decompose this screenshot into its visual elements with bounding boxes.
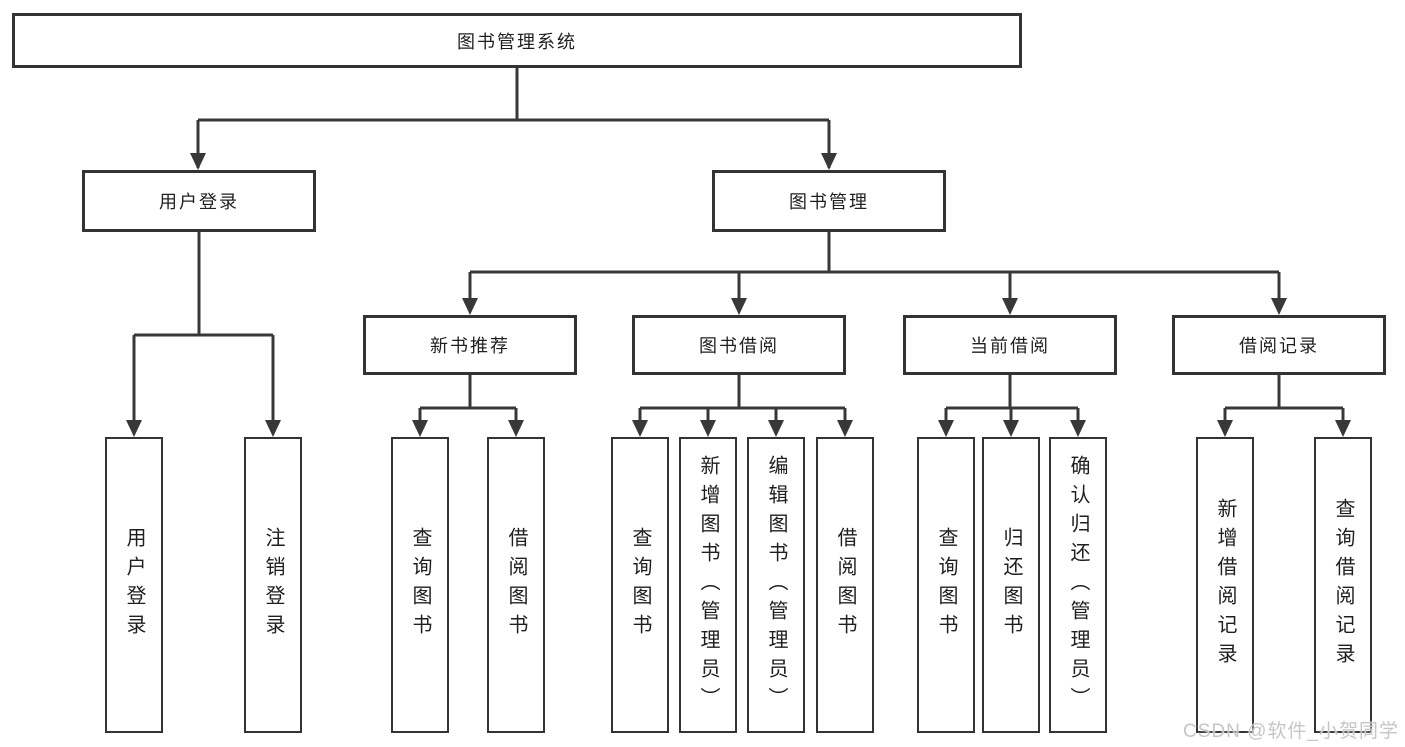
leaf-query-borrow-record: 查询借阅记录 — [1314, 437, 1372, 733]
node-label: 查询图书 — [935, 527, 957, 643]
node-label: 新增图书（管理员） — [697, 454, 719, 716]
leaf-borrow-books: 借阅图书 — [816, 437, 874, 733]
leaf-return-books: 归还图书 — [982, 437, 1040, 733]
node-label: 新增借阅记录 — [1214, 498, 1236, 672]
node-label: 注销登录 — [262, 527, 284, 643]
leaf-query-books-current: 查询图书 — [917, 437, 975, 733]
node-label: 借阅记录 — [1239, 336, 1319, 356]
leaf-edit-books-admin: 编辑图书（管理员） — [747, 437, 805, 733]
node-label: 当前借阅 — [970, 336, 1050, 356]
leaf-add-books-admin: 新增图书（管理员） — [679, 437, 737, 733]
leaf-confirm-return-admin: 确认归还（管理员） — [1049, 437, 1107, 733]
node-label: 确认归还（管理员） — [1067, 454, 1089, 716]
leaf-query-books-recommend: 查询图书 — [391, 437, 449, 733]
node-label: 查询图书 — [629, 527, 651, 643]
leaf-query-books-borrow: 查询图书 — [611, 437, 669, 733]
leaf-borrow-books-recommend: 借阅图书 — [487, 437, 545, 733]
node-label: 图书借阅 — [699, 336, 779, 356]
leaf-logout: 注销登录 — [244, 437, 302, 733]
node-label: 归还图书 — [1000, 527, 1022, 643]
node-label: 编辑图书（管理员） — [765, 454, 787, 716]
csdn-watermark: CSDN @软件_小贺同学 — [1183, 721, 1399, 742]
node-label: 查询图书 — [409, 527, 431, 643]
node-label: 借阅图书 — [505, 527, 527, 643]
node-label: 借阅图书 — [834, 527, 856, 643]
node-current-borrow: 当前借阅 — [903, 315, 1117, 375]
node-borrow-records: 借阅记录 — [1172, 315, 1386, 375]
node-label: 新书推荐 — [430, 336, 510, 356]
node-new-book-recommend: 新书推荐 — [363, 315, 577, 375]
node-label: 查询借阅记录 — [1332, 498, 1354, 672]
node-book-borrow: 图书借阅 — [632, 315, 846, 375]
node-label: 图书管理系统 — [457, 31, 577, 52]
node-book-management: 图书管理 — [712, 170, 946, 232]
arrowheads — [126, 153, 1351, 437]
node-label: 图书管理 — [789, 192, 869, 212]
leaf-add-borrow-record: 新增借阅记录 — [1196, 437, 1254, 733]
node-label: 用户登录 — [159, 192, 239, 212]
leaf-user-login: 用户登录 — [105, 437, 163, 733]
node-user-login: 用户登录 — [82, 170, 316, 232]
node-label: 用户登录 — [123, 527, 145, 643]
node-library-system: 图书管理系统 — [12, 13, 1022, 68]
